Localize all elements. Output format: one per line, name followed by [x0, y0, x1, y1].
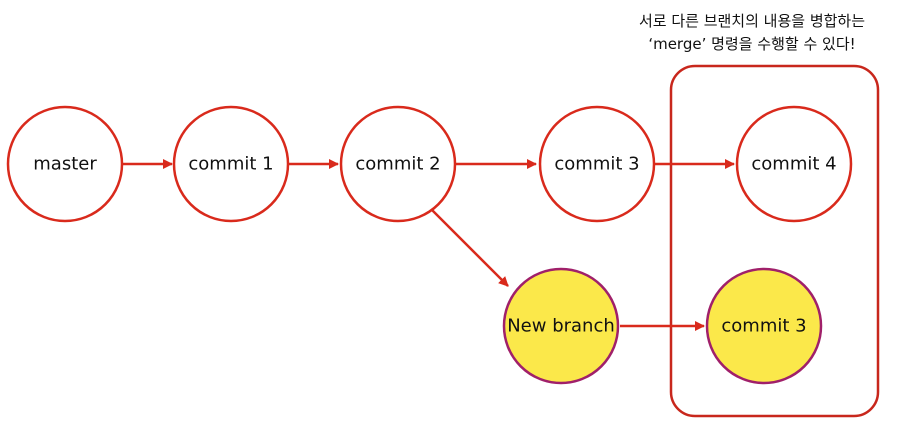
merge-group-box	[669, 64, 880, 418]
node-commit-2: commit 2	[339, 105, 457, 223]
annotation-line-1: 서로 다른 브랜치의 내용을 병합하는	[638, 12, 866, 30]
annotation-line-2: ‘merge’ 명령을 수행할 수 있다!	[648, 35, 856, 53]
node-circle	[502, 267, 620, 385]
node-circle	[538, 105, 656, 223]
node-master: master	[6, 105, 124, 223]
node-label: commit 3	[554, 154, 639, 175]
node-circle	[339, 105, 457, 223]
node-label: commit 1	[188, 154, 273, 175]
node-commit-1: commit 1	[172, 105, 290, 223]
node-commit-3-merged: commit 3	[705, 267, 823, 385]
merge-annotation: 서로 다른 브랜치의 내용을 병합하는 ‘merge’ 명령을 수행할 수 있다…	[632, 10, 872, 56]
node-circle	[735, 105, 853, 223]
edge-commit-2-to-new-branch	[431, 209, 509, 287]
node-circle	[172, 105, 290, 223]
node-circle	[705, 267, 823, 385]
node-commit-3: commit 3	[538, 105, 656, 223]
node-commit-4: commit 4	[735, 105, 853, 223]
node-label: master	[33, 154, 97, 175]
node-label: commit 4	[751, 154, 836, 175]
node-label: commit 3	[721, 316, 806, 337]
node-new-branch: New branch	[502, 267, 620, 385]
node-label: New branch	[507, 316, 615, 337]
node-label: commit 2	[355, 154, 440, 175]
node-circle	[6, 105, 124, 223]
